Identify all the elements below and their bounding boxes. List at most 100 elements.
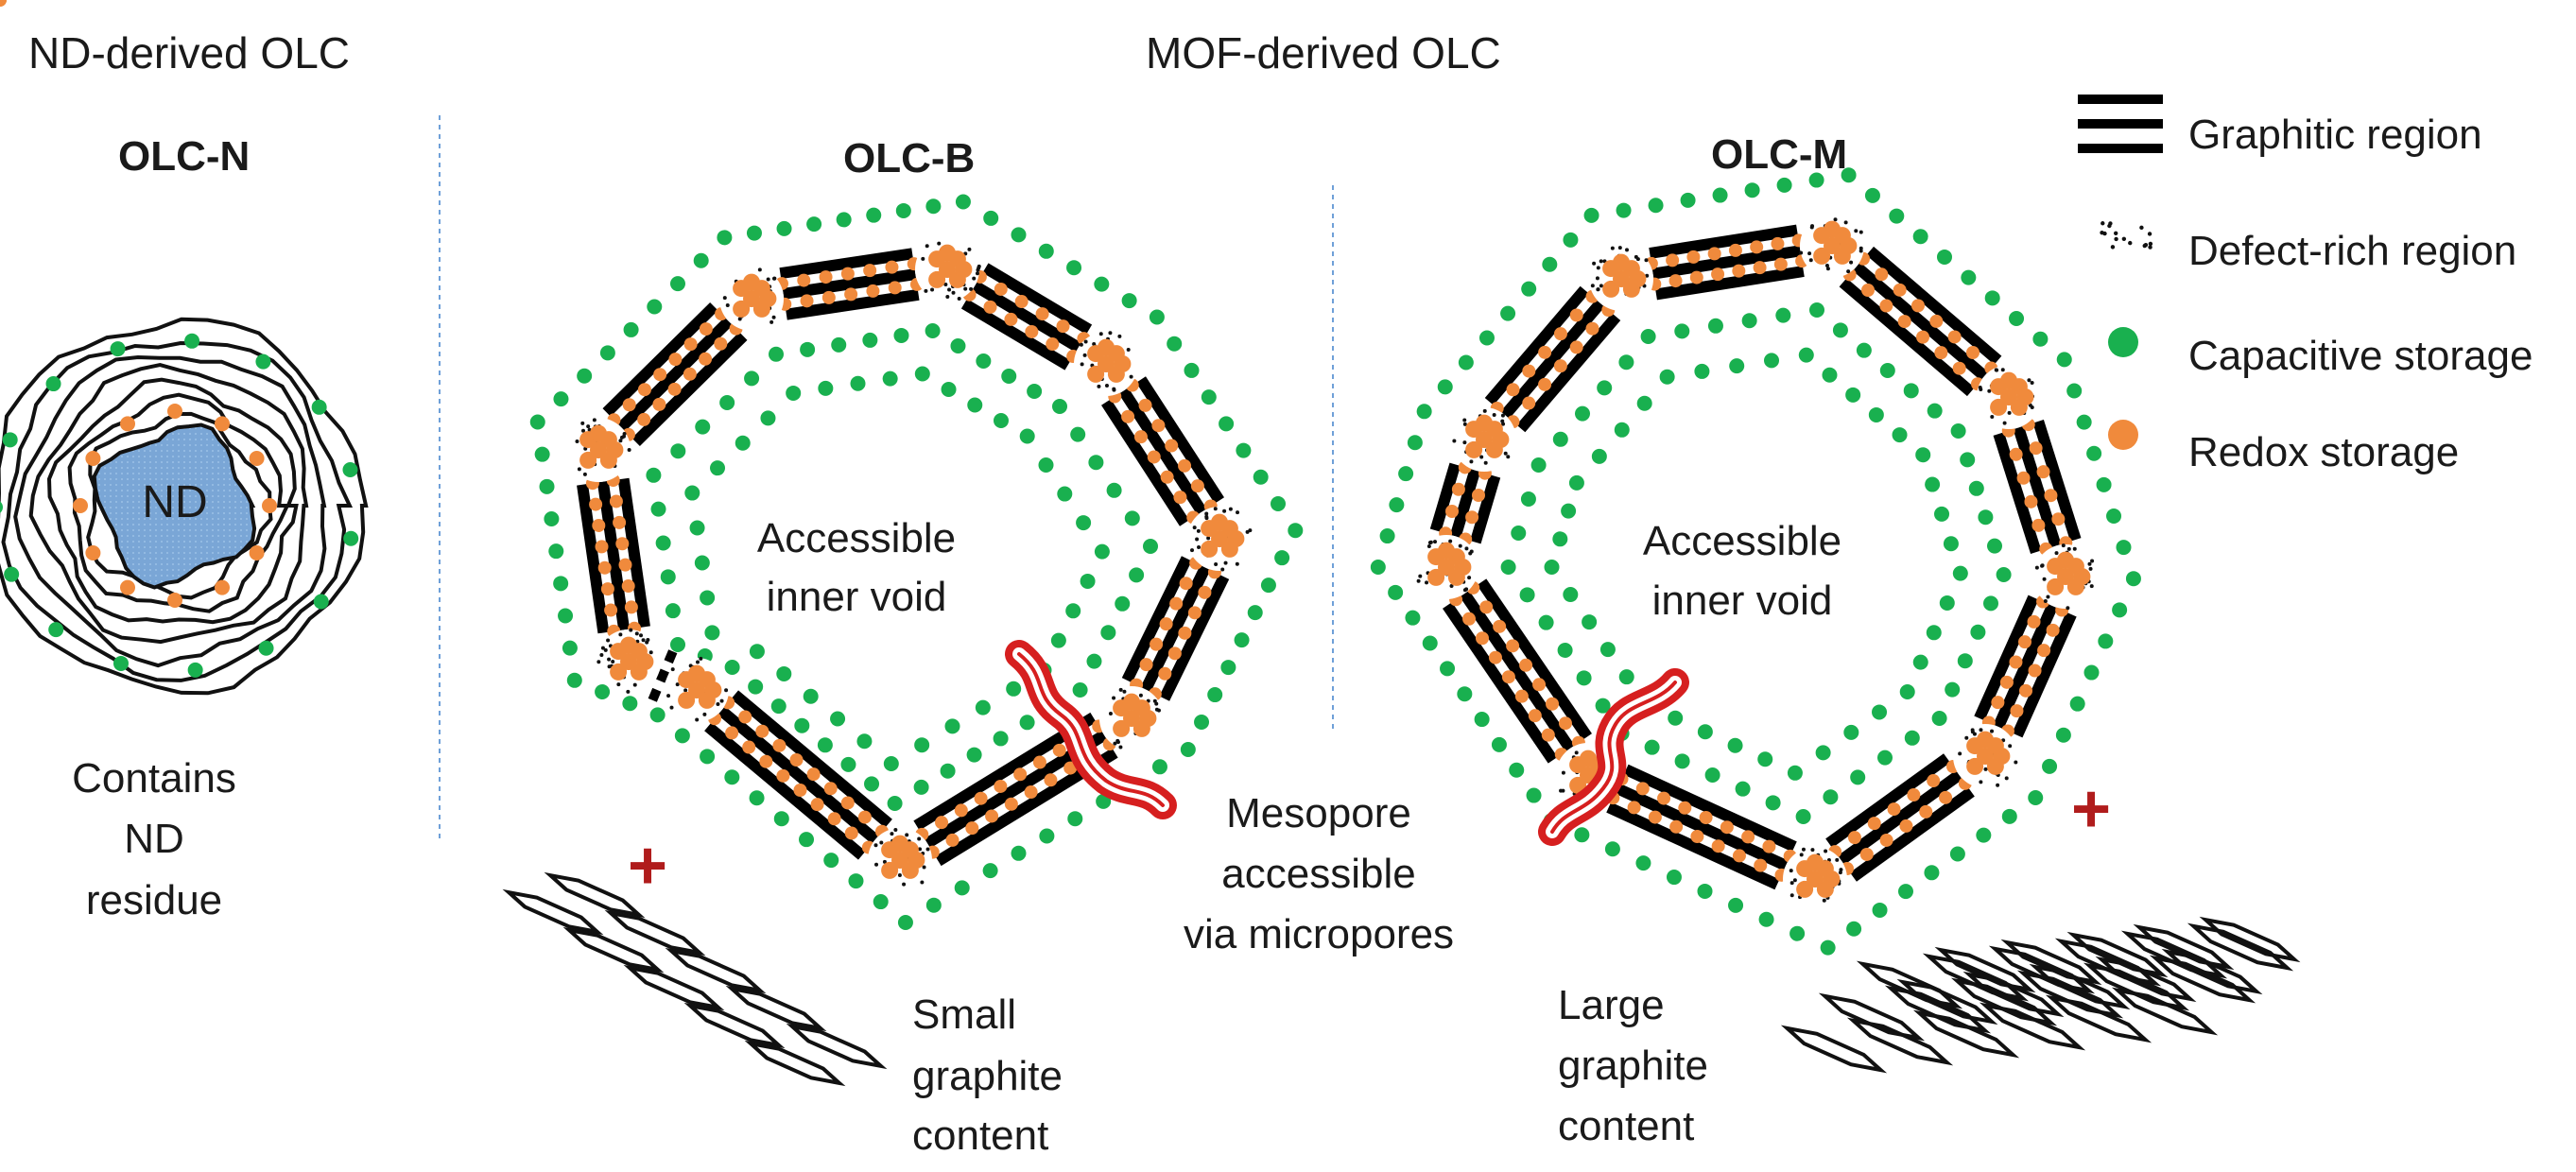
graphitic-layer bbox=[1429, 462, 1461, 532]
redox-dot bbox=[1035, 307, 1049, 321]
capacitive-dot bbox=[724, 769, 740, 785]
redox-dot bbox=[1167, 646, 1182, 661]
redox-dot bbox=[1771, 236, 1785, 250]
redox-dot bbox=[1553, 327, 1567, 341]
defect-dot bbox=[922, 865, 926, 870]
defect-dot bbox=[918, 847, 923, 852]
defect-dot bbox=[1083, 339, 1088, 344]
redox-dot bbox=[1678, 801, 1692, 815]
redox-dot bbox=[1807, 853, 1824, 871]
capacitive-dot bbox=[1274, 550, 1290, 566]
capacitive-dot bbox=[1945, 681, 1961, 698]
redox-dot bbox=[1728, 243, 1742, 257]
graphitic-layer bbox=[1443, 602, 1558, 764]
defect-dot bbox=[2008, 744, 2013, 749]
capacitive-dot bbox=[1143, 539, 1158, 554]
redox-dot bbox=[1465, 440, 1483, 458]
defect-dot bbox=[2054, 551, 2059, 556]
redox-dot bbox=[1052, 743, 1066, 757]
defect-dot bbox=[969, 286, 974, 291]
defect-dot bbox=[581, 428, 586, 433]
graphitic-layer bbox=[972, 281, 1081, 353]
hex-cell bbox=[1979, 1002, 2086, 1051]
defect-dot bbox=[629, 628, 633, 632]
defect-dot bbox=[1799, 250, 1804, 255]
defect-dot bbox=[1462, 588, 1467, 593]
graphitic-layer bbox=[1449, 468, 1481, 539]
capacitive-dot bbox=[1070, 426, 1086, 442]
defect-dot bbox=[1080, 362, 1084, 367]
defect-dot bbox=[1214, 562, 1219, 567]
capacitive-dot bbox=[1820, 939, 1836, 956]
defect-dot bbox=[1964, 735, 1969, 740]
defect-dot bbox=[1789, 881, 1794, 886]
capacitive-dot bbox=[836, 212, 852, 228]
redox-dot bbox=[789, 752, 804, 767]
graphitic-layer bbox=[1118, 388, 1207, 515]
redox-dot bbox=[1514, 689, 1529, 703]
redox-dot bbox=[1046, 337, 1060, 352]
defect-dot bbox=[1097, 384, 1101, 388]
capacitive-dot bbox=[1815, 745, 1831, 761]
defect-dot bbox=[2121, 236, 2127, 241]
defect-dot bbox=[1152, 698, 1157, 703]
defect-dot bbox=[902, 882, 907, 887]
redox-dot bbox=[772, 738, 787, 752]
redox-dot bbox=[667, 382, 682, 396]
capacitive-dot bbox=[1798, 347, 1814, 363]
capacitive-dot bbox=[1764, 353, 1780, 369]
defect-dot bbox=[1822, 898, 1826, 903]
capacitive-dot bbox=[1088, 455, 1104, 471]
redox-dot bbox=[683, 337, 698, 352]
redox-dot bbox=[1471, 488, 1485, 502]
redox-dot bbox=[1522, 396, 1536, 410]
capacitive-dot bbox=[864, 776, 880, 792]
defect-dot bbox=[1204, 514, 1209, 519]
capacitive-dot bbox=[2055, 727, 2071, 743]
redox-dot bbox=[1754, 858, 1768, 872]
capacitive-dot bbox=[1115, 595, 1131, 612]
defect-dot bbox=[634, 631, 639, 636]
capacitive-dot bbox=[1151, 759, 1167, 775]
defect-dot bbox=[925, 847, 930, 852]
graphitic-layer bbox=[648, 687, 662, 702]
defect-dot bbox=[772, 276, 777, 281]
capacitive-dot bbox=[749, 790, 765, 806]
legend-label-graphitic: Graphitic region bbox=[2188, 112, 2482, 158]
hex-cell bbox=[2045, 994, 2152, 1043]
olc-m-crack-icon bbox=[1538, 668, 1689, 846]
redox-dot bbox=[2031, 518, 2046, 532]
defect-dot bbox=[1482, 408, 1487, 413]
capacitive-dot bbox=[660, 569, 676, 585]
redox-dot bbox=[1123, 710, 1140, 727]
defect-dot bbox=[1592, 261, 1597, 266]
defect-dot bbox=[1462, 440, 1467, 445]
capacitive-dot bbox=[895, 202, 911, 218]
graphitic-layer bbox=[577, 483, 610, 634]
defect-dot bbox=[1500, 413, 1505, 418]
legend-label-redox: Redox storage bbox=[2188, 429, 2459, 475]
capacitive-storage-icon bbox=[2108, 327, 2138, 357]
defect-dot bbox=[967, 247, 972, 251]
hex-cell bbox=[2187, 922, 2294, 972]
defect-dot bbox=[1801, 847, 1806, 852]
defect-dot bbox=[1154, 707, 1159, 712]
redox-dot bbox=[2016, 471, 2031, 485]
defect-dot bbox=[1792, 878, 1797, 883]
defect-dot bbox=[757, 267, 762, 272]
capacitive-dot bbox=[1976, 827, 1992, 843]
capacitive-dot bbox=[1757, 751, 1773, 767]
defect-dot bbox=[1236, 510, 1240, 515]
capacitive-dot bbox=[1398, 466, 1414, 482]
defect-dot bbox=[1235, 561, 1239, 566]
redox-dot bbox=[1602, 280, 1620, 298]
redox-dot bbox=[857, 810, 872, 824]
redox-dot bbox=[1558, 716, 1572, 731]
capacitive-dot bbox=[769, 346, 784, 362]
redox-dot bbox=[2000, 388, 2017, 405]
capacitive-dot bbox=[1903, 383, 1919, 399]
redox-dot bbox=[1711, 839, 1725, 853]
capacitive-dot bbox=[823, 853, 839, 869]
capacitive-dot bbox=[649, 707, 666, 723]
redox-dot bbox=[965, 821, 979, 836]
